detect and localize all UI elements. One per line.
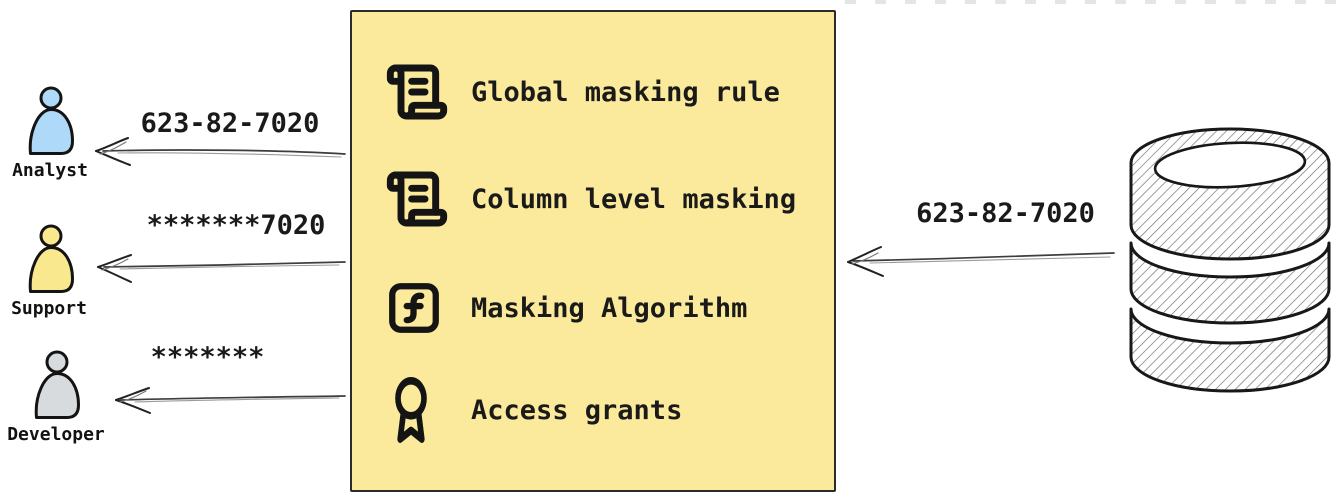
masking-item-access-grants: Access grants	[385, 376, 682, 444]
masking-item-label: Global masking rule	[471, 76, 780, 108]
masking-item-label: Masking Algorithm	[471, 292, 748, 324]
arrow-box-to-support	[97, 254, 346, 283]
masked-value-support: *******7020	[146, 210, 326, 241]
actor-developer: Developer	[7, 350, 105, 445]
scroll-text-icon	[386, 171, 448, 227]
actor-support: Support	[11, 224, 87, 319]
masking-item-algorithm: Masking Algorithm	[385, 274, 747, 342]
arrow-box-to-developer	[115, 387, 346, 414]
dashed-divider-line	[845, 0, 1340, 4]
person-icon	[34, 350, 80, 419]
masking-item-label: Access grants	[471, 394, 683, 426]
person-icon	[28, 224, 74, 293]
scroll-text-icon	[386, 64, 448, 120]
function-square-icon	[389, 283, 439, 333]
database-icon	[1129, 127, 1331, 393]
person-icon	[28, 86, 74, 155]
masking-item-global-rule: Global masking rule	[385, 58, 780, 126]
arrow-database-to-box	[847, 246, 1115, 277]
masking-item-column-level: Column level masking	[385, 165, 796, 233]
masking-item-label: Column level masking	[471, 183, 797, 215]
actor-label: Analyst	[12, 160, 88, 181]
raw-value-from-database: 623-82-7020	[916, 198, 1095, 229]
masked-value-analyst: 623-82-7020	[140, 108, 320, 139]
masking-policies-box: Global masking rule Column level masking	[350, 10, 836, 492]
actor-analyst: Analyst	[12, 86, 88, 181]
arrow-box-to-analyst	[95, 137, 346, 166]
actor-label: Support	[11, 298, 87, 319]
masked-value-developer: *******	[150, 342, 265, 373]
actor-label: Developer	[7, 424, 105, 445]
award-icon	[395, 377, 427, 443]
